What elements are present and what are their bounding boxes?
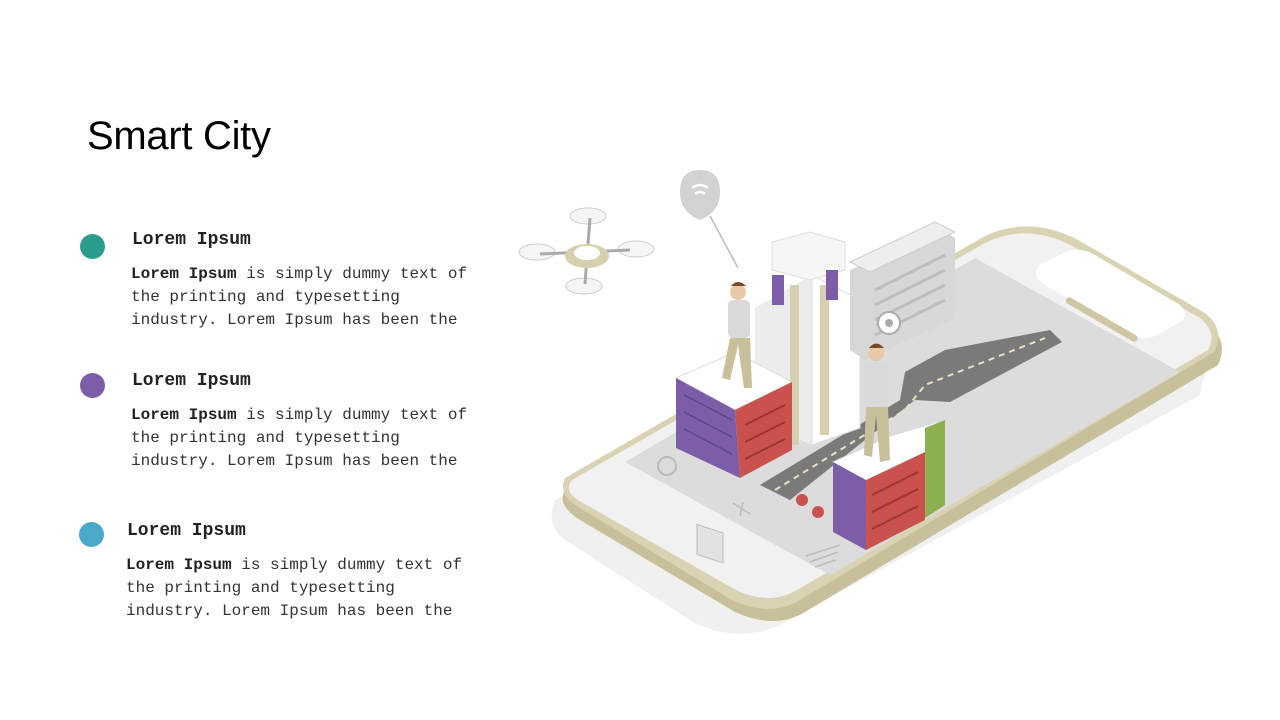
gear-icon — [657, 456, 677, 476]
item-body-bold: Lorem Ipsum — [131, 265, 237, 283]
item-body-bold: Lorem Ipsum — [126, 556, 232, 574]
grey-building-bricks — [874, 253, 946, 337]
smart-city-illustration — [518, 170, 1222, 634]
bars-icon — [805, 544, 841, 568]
bullet-dot — [80, 373, 105, 398]
item-heading: Lorem Ipsum — [127, 521, 246, 541]
building-green — [925, 420, 945, 518]
phone-speaker — [1065, 297, 1138, 342]
item-body: Lorem Ipsum is simply dummy text of the … — [126, 554, 466, 623]
item-body-text: is simply dummy text of the printing and… — [126, 556, 463, 620]
wifi-pin-icon — [680, 170, 720, 220]
building-purple — [833, 462, 866, 550]
building-windows — [871, 471, 919, 530]
building-windows — [683, 394, 733, 455]
item-body-bold: Lorem Ipsum — [131, 406, 237, 424]
building-red — [735, 382, 792, 478]
grey-building-top — [848, 221, 957, 273]
close-icon — [732, 501, 751, 517]
item-body: Lorem Ipsum is simply dummy text of the … — [131, 404, 471, 473]
item-body-text: is simply dummy text of the printing and… — [131, 265, 468, 329]
slide-title: Smart City — [87, 114, 271, 158]
tree-icon — [812, 506, 824, 518]
phone-speaker-area — [1036, 249, 1185, 339]
bullet-dot — [79, 522, 104, 547]
bullet-dot — [80, 234, 105, 259]
person-right — [864, 343, 890, 462]
tower-window — [826, 270, 838, 300]
tree-icon — [796, 494, 808, 506]
tower-top — [771, 231, 846, 281]
building-windows — [744, 404, 786, 460]
building-purple — [676, 378, 740, 478]
road-line — [774, 337, 1046, 491]
item-heading: Lorem Ipsum — [132, 371, 251, 391]
item-body-text: is simply dummy text of the printing and… — [131, 406, 468, 470]
road — [760, 330, 1062, 500]
tower-window — [772, 275, 784, 305]
item-heading: Lorem Ipsum — [132, 230, 251, 250]
drone-icon — [518, 207, 655, 295]
tower-stripe — [790, 285, 799, 445]
tower-stripe — [820, 285, 829, 435]
item-body: Lorem Ipsum is simply dummy text of the … — [131, 263, 471, 332]
person-left — [696, 282, 752, 564]
